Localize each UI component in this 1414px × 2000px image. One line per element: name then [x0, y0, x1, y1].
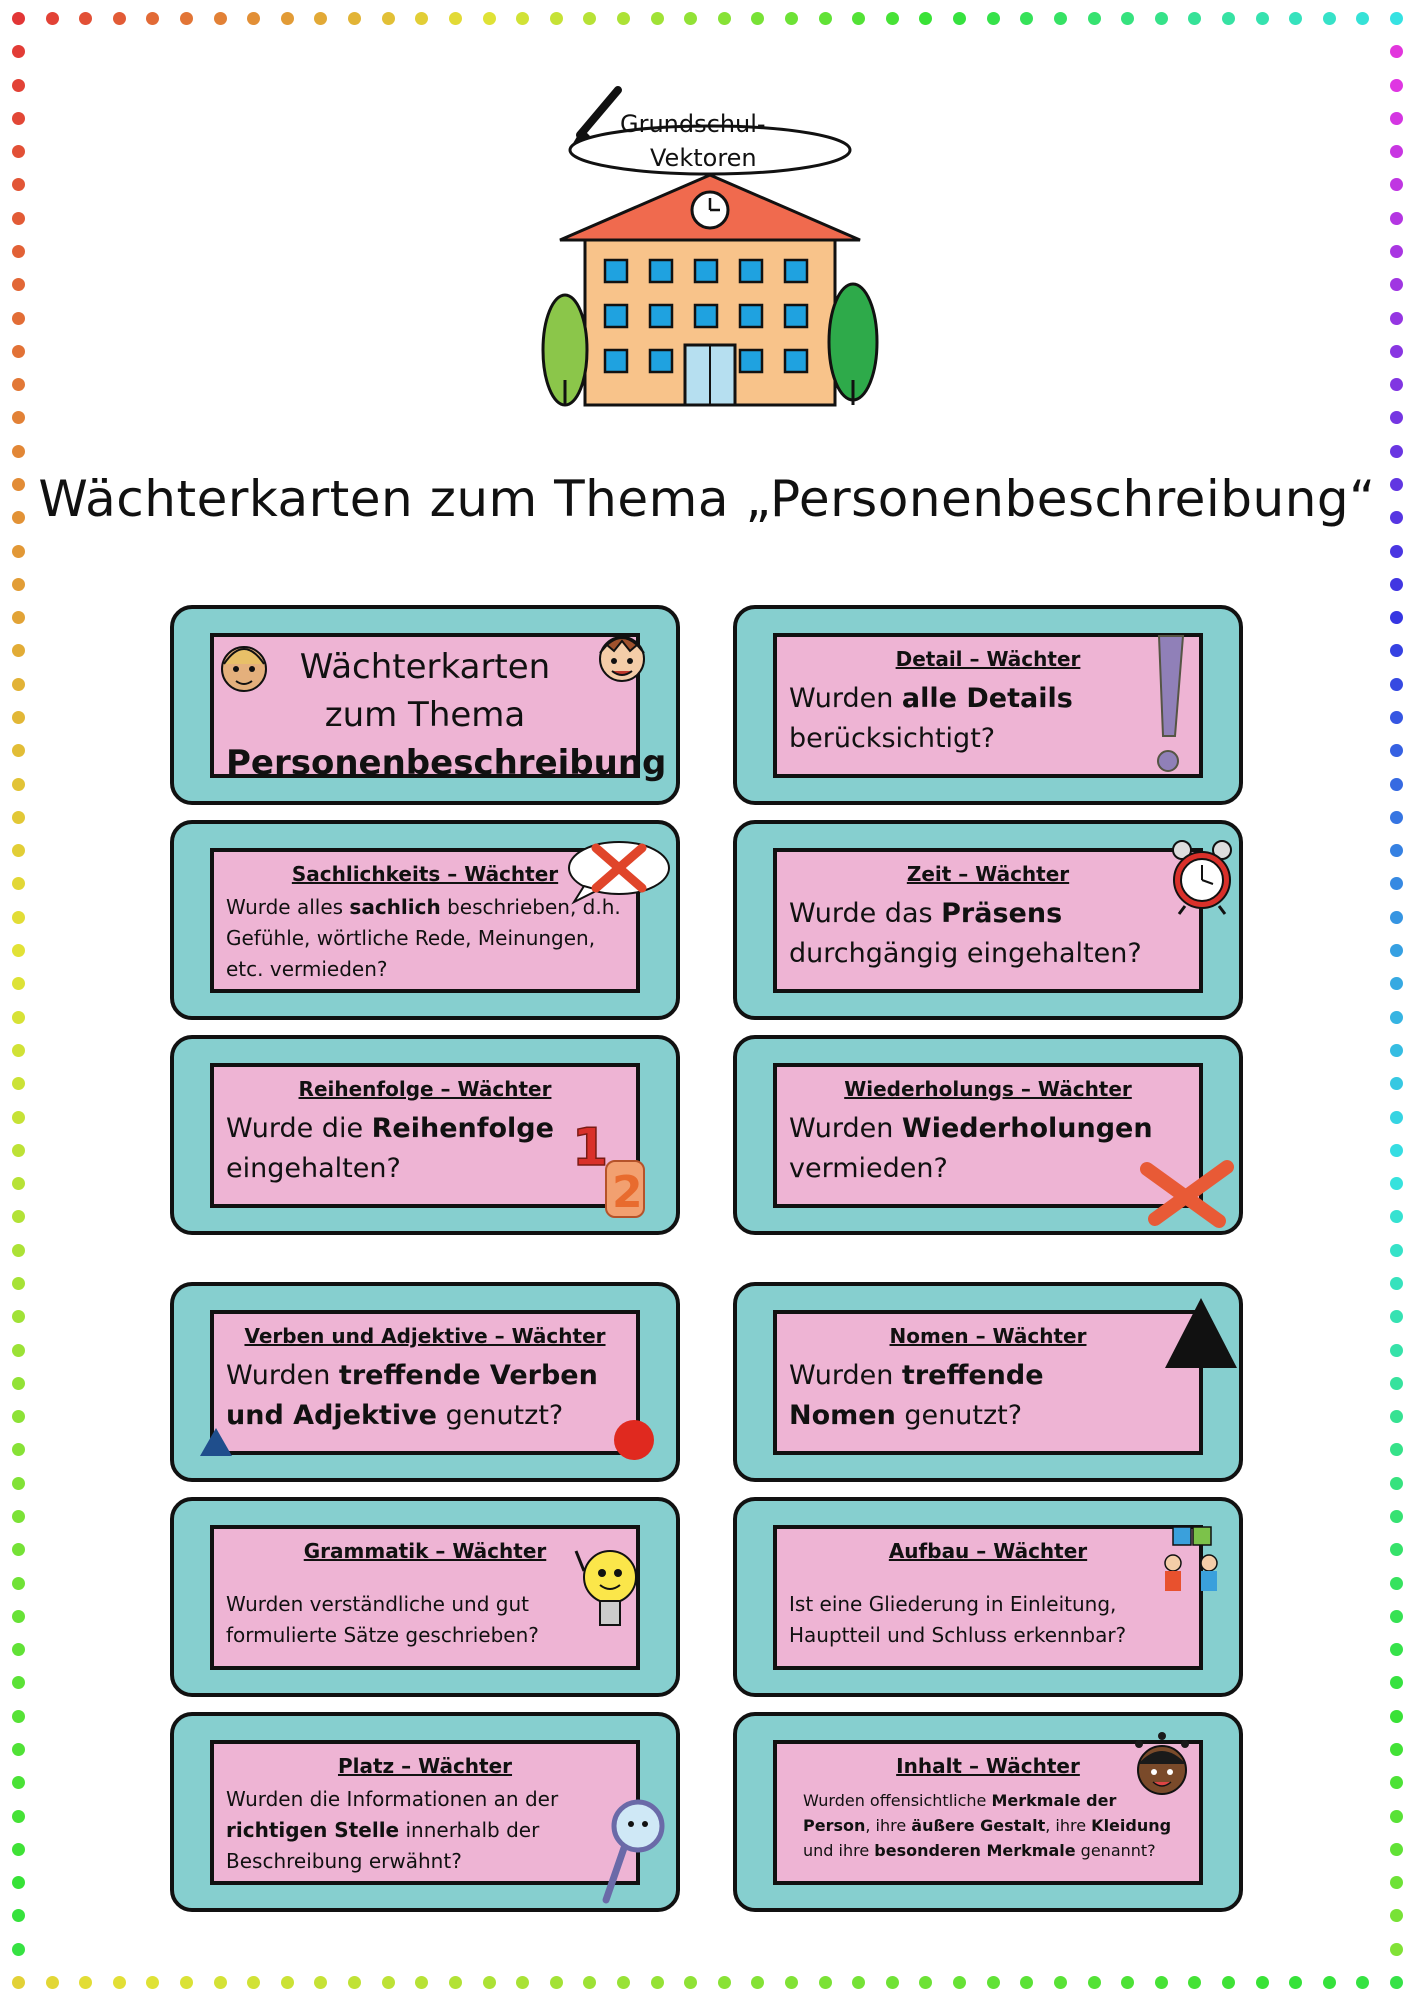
card-grammatik: Grammatik – Wächter Wurden verständliche… — [170, 1497, 680, 1697]
card-title: Reihenfolge – Wächter — [298, 1077, 552, 1101]
card-cover: Wächterkarten zum Thema Personenbeschrei… — [170, 605, 680, 805]
card-title: Aufbau – Wächter — [888, 1539, 1088, 1563]
card-title: Nomen – Wächter — [889, 1324, 1087, 1348]
card-sachlichkeit: Sachlichkeits – Wächter Wurde alles sach… — [170, 820, 680, 1020]
lightbulb-icon — [574, 1550, 637, 1626]
page-title: Wächterkarten zum Thema „Personenbeschre… — [38, 470, 1376, 528]
child-face-icon — [1135, 1732, 1189, 1795]
cover-line2: zum Thema — [324, 695, 526, 735]
card-zeit: Zeit – Wächter Wurde das Präsens durchgä… — [733, 820, 1243, 1020]
boy-face-icon — [599, 636, 645, 682]
card-verben-adjektive: Verben und Adjektive – Wächter Wurden tr… — [170, 1282, 680, 1482]
card-reihenfolge: Reihenfolge – Wächter Wurde die Reihenfo… — [170, 1035, 680, 1235]
card-title: Platz – Wächter — [337, 1754, 513, 1778]
cover-line1: Wächterkarten — [299, 647, 551, 687]
numbers-icon: 1 2 — [572, 1117, 645, 1218]
girl-face-icon — [221, 646, 267, 692]
card-title: Verben und Adjektive – Wächter — [244, 1324, 606, 1348]
card-nomen: Nomen – Wächter Wurden treffende Nomen g… — [733, 1282, 1243, 1482]
card-wiederholung: Wiederholungs – Wächter Wurden Wiederhol… — [733, 1035, 1243, 1235]
exclamation-icon — [1157, 635, 1185, 772]
card-title: Sachlichkeits – Wächter — [291, 862, 559, 886]
school-logo: Grundschul- Vektoren — [541, 86, 879, 407]
card-title: Zeit – Wächter — [906, 862, 1070, 886]
shapes-icon — [200, 1420, 654, 1460]
triangle-icon — [1165, 1298, 1237, 1368]
card-title: Grammatik – Wächter — [303, 1539, 547, 1563]
logo-line1: Grundschul- — [620, 110, 766, 138]
card-inhalt: Inhalt – Wächter Wurden offensichtliche … — [733, 1712, 1243, 1912]
card-text: Wurden verständliche und gut formulierte… — [226, 1592, 539, 1647]
puzzle-kids-icon — [1164, 1526, 1218, 1591]
card-platz: Platz – Wächter Wurden die Informationen… — [170, 1712, 680, 1912]
card-detail: Detail – Wächter Wurden alle Details ber… — [733, 605, 1243, 805]
logo-line2: Vektoren — [650, 144, 757, 172]
card-aufbau: Aufbau – Wächter Ist eine Gliederung in … — [733, 1497, 1243, 1697]
svg-text:1: 1 — [572, 1118, 608, 1178]
pen-icon — [572, 86, 622, 145]
card-title: Inhalt – Wächter — [896, 1754, 1080, 1778]
speech-bubble-cross-icon — [568, 841, 670, 905]
card-text: Ist eine Gliederung in Einleitung, Haupt… — [789, 1592, 1127, 1647]
card-title: Wiederholungs – Wächter — [844, 1077, 1132, 1101]
alarm-clock-icon — [1172, 840, 1232, 915]
magnifier-icon — [602, 1799, 665, 1904]
card-title: Detail – Wächter — [895, 647, 1081, 671]
cover-line3: Personenbeschreibung — [226, 743, 667, 783]
cross-icon — [1140, 1160, 1234, 1228]
svg-text:2: 2 — [612, 1167, 643, 1218]
